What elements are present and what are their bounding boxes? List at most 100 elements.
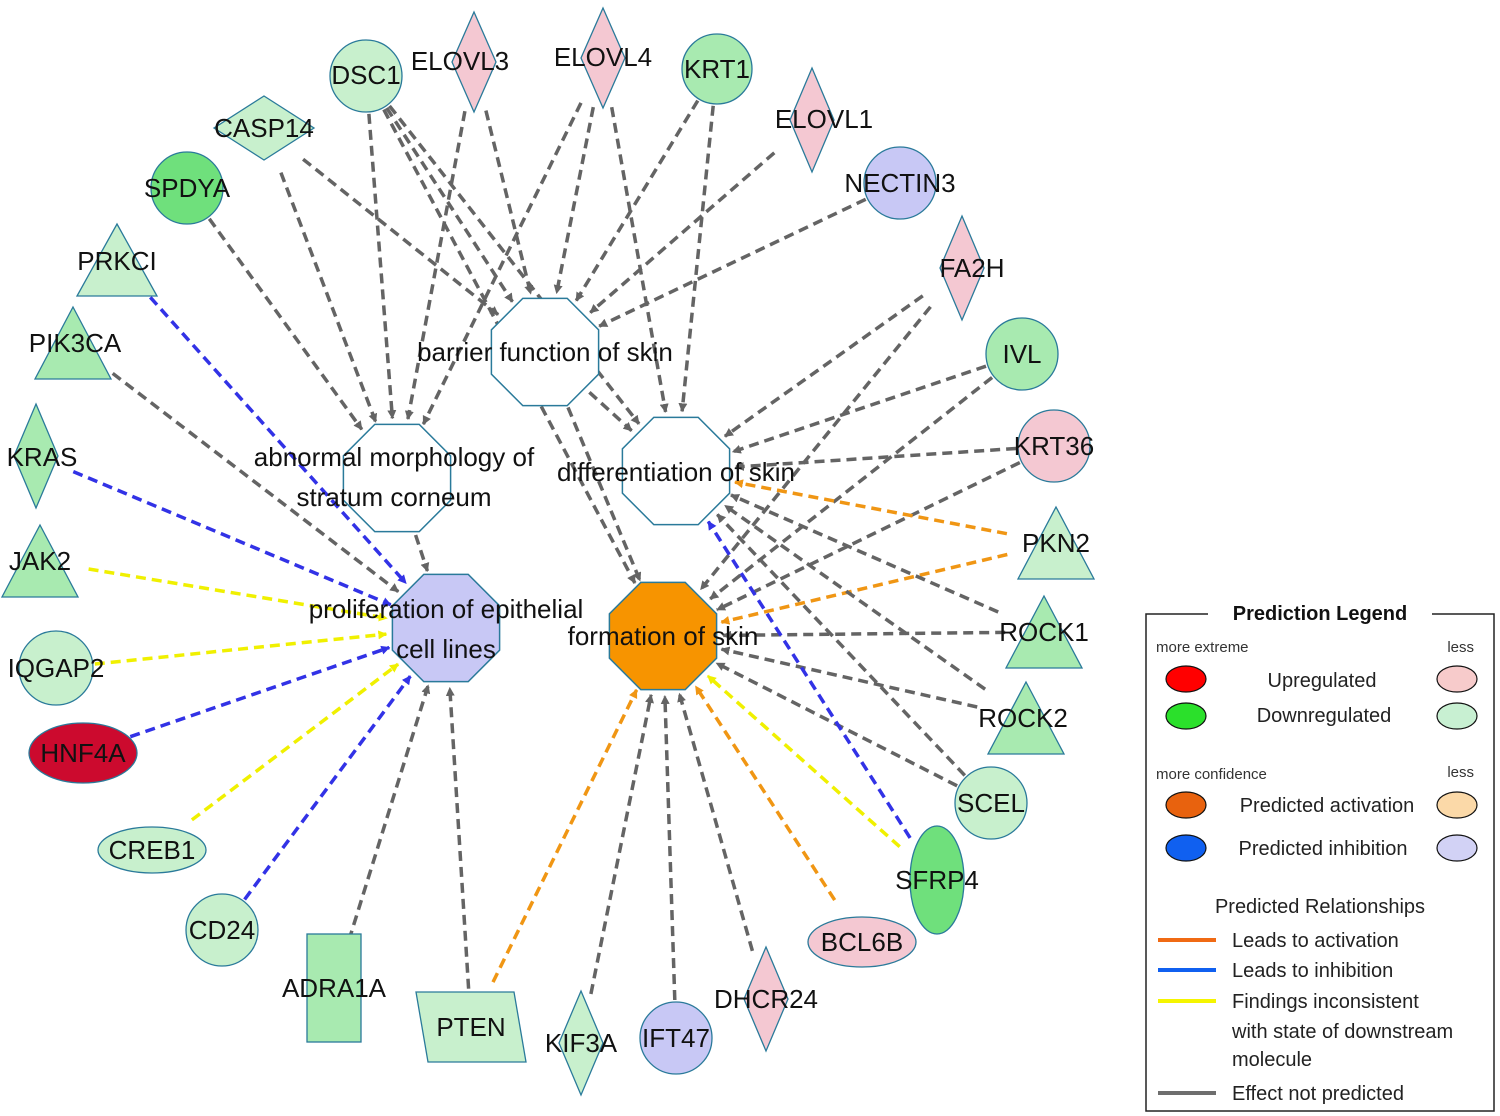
function-node-formation[interactable] xyxy=(608,581,718,691)
molecule-label-krt1: KRT1 xyxy=(684,54,750,84)
molecule-node-kras[interactable]: KRAS xyxy=(7,402,78,510)
function-node-barrier[interactable] xyxy=(490,297,600,407)
function-node-differentiation[interactable] xyxy=(621,416,731,526)
edge-elovl4-to-abnormal xyxy=(421,102,583,425)
function-label-formation: formation of skin xyxy=(568,621,759,651)
edge-abnormal-to-proliferation xyxy=(413,534,430,572)
function-node-abnormal[interactable] xyxy=(342,423,452,533)
molecule-label-elovl1: ELOVL1 xyxy=(775,104,873,134)
edge-creb1-to-proliferation xyxy=(190,662,400,822)
legend-findings-line1: Findings inconsistent xyxy=(1232,991,1419,1013)
molecule-node-spdya[interactable]: SPDYA xyxy=(144,151,231,225)
edge-bcl6b-to-formation xyxy=(694,685,837,902)
function-label-abnormal-line2: stratum corneum xyxy=(296,482,491,512)
molecule-node-prkci[interactable]: PRKCI xyxy=(75,222,159,297)
molecule-node-krt36[interactable]: KRT36 xyxy=(1014,409,1094,483)
molecule-node-fa2h[interactable]: FA2H xyxy=(939,214,1005,322)
legend-leads-inhibition: Leads to inhibition xyxy=(1232,960,1393,982)
molecule-label-kras: KRAS xyxy=(7,442,78,472)
edge-dhcr24-to-formation xyxy=(677,692,755,952)
legend-relationships-title: Predicted Relationships xyxy=(1215,896,1425,918)
function-node-proliferation[interactable] xyxy=(391,573,501,683)
molecule-node-pik3ca[interactable]: PIK3CA xyxy=(29,305,122,380)
legend-less-confidence: less xyxy=(1447,764,1474,781)
legend-predicted-inhibition: Predicted inhibition xyxy=(1239,838,1408,860)
molecule-node-creb1[interactable]: CREB1 xyxy=(97,826,207,874)
molecule-label-sfrp4: SFRP4 xyxy=(895,865,979,895)
molecule-node-kif3a[interactable]: KIF3A xyxy=(545,989,618,1097)
molecule-node-rock1[interactable]: ROCK1 xyxy=(999,594,1089,669)
edge-sfrp4-to-formation xyxy=(706,674,901,849)
legend-leads-activation: Leads to activation xyxy=(1232,930,1399,952)
edge-pten-to-proliferation xyxy=(445,686,471,989)
legend-more-extreme: more extreme xyxy=(1156,639,1249,656)
downregulated-swatch xyxy=(1165,702,1207,730)
molecule-label-bcl6b: BCL6B xyxy=(821,927,903,957)
edge-casp14-to-abnormal xyxy=(279,171,378,423)
molecule-node-hnf4a[interactable]: HNF4A xyxy=(28,722,138,784)
molecule-label-krt36: KRT36 xyxy=(1014,431,1094,461)
molecule-node-jak2[interactable]: JAK2 xyxy=(0,523,80,598)
edge-krt1-to-barrier xyxy=(574,99,700,302)
molecule-label-pik3ca: PIK3CA xyxy=(29,328,122,358)
molecule-label-jak2: JAK2 xyxy=(9,546,71,576)
edge-nectin3-to-barrier xyxy=(598,197,867,328)
molecule-node-elovl3[interactable]: ELOVL3 xyxy=(411,10,509,114)
molecule-node-adra1a[interactable]: ADRA1A xyxy=(282,933,387,1043)
molecule-label-elovl3: ELOVL3 xyxy=(411,46,509,76)
molecule-node-dhcr24[interactable]: DHCR24 xyxy=(714,945,818,1053)
upregulated-swatch xyxy=(1165,665,1207,693)
edge-pik3ca-to-proliferation xyxy=(111,372,400,593)
edge-casp14-to-barrier xyxy=(302,157,500,316)
upregulated-less-swatch xyxy=(1436,665,1478,693)
molecule-node-ift47[interactable]: IFT47 xyxy=(639,1001,713,1075)
legend-downregulated: Downregulated xyxy=(1257,705,1392,727)
molecule-node-iqgap2[interactable]: IQGAP2 xyxy=(8,630,105,706)
molecule-label-fa2h: FA2H xyxy=(939,253,1004,283)
edge-rock2-to-differentiation xyxy=(723,504,987,691)
edge-elovl4-to-barrier xyxy=(553,106,596,295)
edge-krt36-to-formation xyxy=(716,461,1021,612)
molecule-label-kif3a: KIF3A xyxy=(545,1028,618,1058)
molecule-label-iqgap2: IQGAP2 xyxy=(8,653,105,683)
molecule-node-dsc1[interactable]: DSC1 xyxy=(329,39,403,113)
molecule-node-elovl1[interactable]: ELOVL1 xyxy=(775,66,873,174)
molecule-node-casp14[interactable]: CASP14 xyxy=(212,95,316,161)
function-label-proliferation-line1: proliferation of epithelial xyxy=(309,594,584,624)
molecule-label-casp14: CASP14 xyxy=(214,113,314,143)
legend-predicted-activation: Predicted activation xyxy=(1240,795,1415,817)
molecule-label-nectin3: NECTIN3 xyxy=(844,168,955,198)
edge-kras-to-proliferation xyxy=(72,469,392,607)
molecule-node-ivl[interactable]: IVL xyxy=(985,317,1059,391)
edge-krt1-to-differentiation xyxy=(678,105,715,413)
molecule-label-pten: PTEN xyxy=(436,1012,505,1042)
molecule-node-nectin3[interactable]: NECTIN3 xyxy=(844,146,956,220)
molecule-label-rock1: ROCK1 xyxy=(999,617,1089,647)
molecule-node-pkn2[interactable]: PKN2 xyxy=(1016,505,1096,580)
molecule-label-dhcr24: DHCR24 xyxy=(714,984,818,1014)
edge-ivl-to-formation xyxy=(709,376,994,601)
molecule-node-rock2[interactable]: ROCK2 xyxy=(978,680,1068,755)
molecule-label-ift47: IFT47 xyxy=(642,1023,710,1053)
edge-jak2-to-proliferation xyxy=(88,567,388,622)
edge-ivl-to-differentiation xyxy=(731,364,987,454)
molecule-node-elovl4[interactable]: ELOVL4 xyxy=(554,6,652,110)
molecule-label-elovl4: ELOVL4 xyxy=(554,42,652,72)
edge-rock1-to-formation xyxy=(722,630,1006,640)
molecule-node-pten[interactable]: PTEN xyxy=(415,991,527,1063)
molecule-node-cd24[interactable]: CD24 xyxy=(185,893,259,967)
molecule-label-spdya: SPDYA xyxy=(144,173,231,203)
edge-dsc1-to-barrier xyxy=(385,106,514,303)
function-label-barrier: barrier function of skin xyxy=(417,337,673,367)
molecule-node-bcl6b[interactable]: BCL6B xyxy=(807,916,917,968)
edge-ift47-to-formation xyxy=(660,695,677,1001)
legend-effect-not-predicted: Effect not predicted xyxy=(1232,1083,1404,1105)
molecule-node-krt1[interactable]: KRT1 xyxy=(681,33,753,105)
edge-spdya-to-abnormal xyxy=(207,217,364,431)
inhibition-less-swatch xyxy=(1436,834,1478,862)
molecule-label-creb1: CREB1 xyxy=(109,835,196,865)
molecule-node-sfrp4[interactable]: SFRP4 xyxy=(895,825,979,935)
molecule-node-scel[interactable]: SCEL xyxy=(954,766,1028,840)
legend-findings-line2: with state of downstream xyxy=(1231,1021,1453,1043)
